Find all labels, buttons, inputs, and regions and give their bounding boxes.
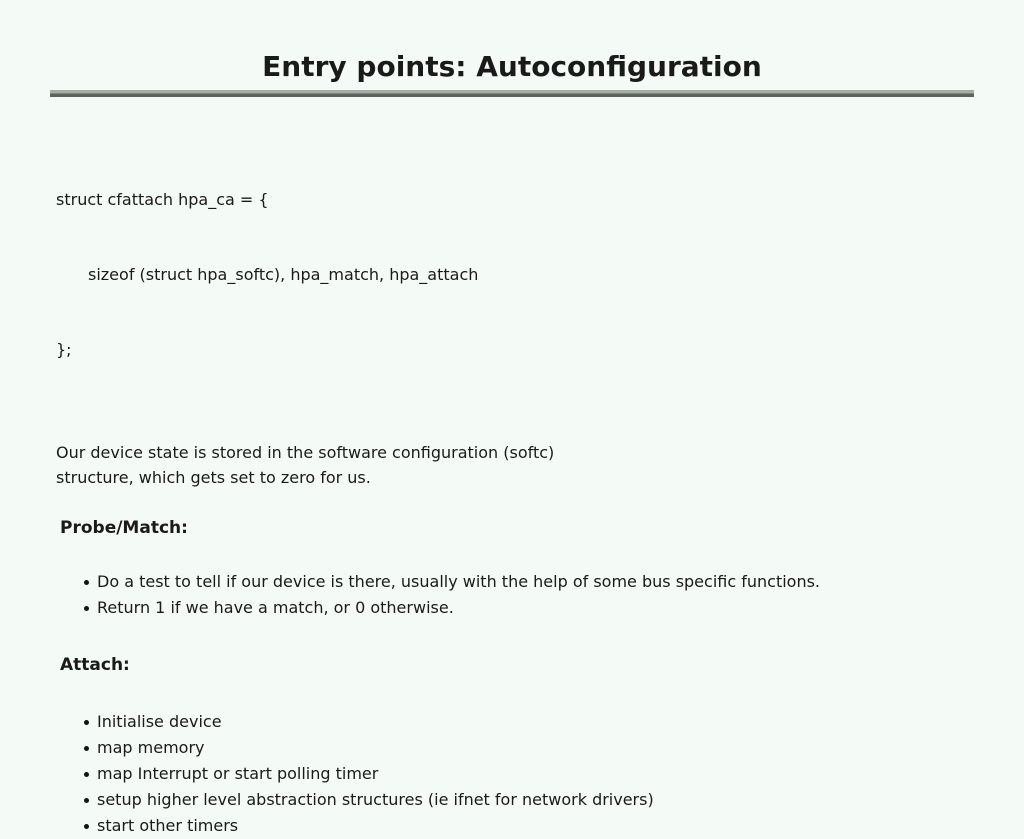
bullet-icon bbox=[84, 798, 89, 803]
list-item-label: map Interrupt or start polling timer bbox=[97, 764, 379, 783]
bullet-icon bbox=[84, 606, 89, 611]
bullet-icon bbox=[84, 824, 89, 829]
list-item: map memory bbox=[57, 735, 1024, 761]
attach-bullet-list: Initialise device map memory map Interru… bbox=[57, 709, 1024, 839]
list-item-label: Return 1 if we have a match, or 0 otherw… bbox=[97, 598, 454, 617]
bullet-icon bbox=[84, 746, 89, 751]
list-item: map Interrupt or start polling timer bbox=[57, 761, 1024, 787]
code-line: sizeof (struct hpa_softc), hpa_match, hp… bbox=[88, 265, 479, 284]
list-item-label: map memory bbox=[97, 738, 205, 757]
list-item-label: Initialise device bbox=[97, 712, 222, 731]
intro-line: Our device state is stored in the softwa… bbox=[56, 443, 555, 462]
title-divider bbox=[50, 90, 974, 97]
intro-paragraph: Our device state is stored in the softwa… bbox=[56, 440, 1024, 490]
list-item: Do a test to tell if our device is there… bbox=[57, 569, 1024, 595]
list-item: setup higher level abstraction structure… bbox=[57, 787, 1024, 813]
code-block: struct cfattach hpa_ca = { sizeof (struc… bbox=[56, 137, 1024, 412]
intro-line: structure, which gets set to zero for us… bbox=[56, 468, 371, 487]
section-heading-probe-match: Probe/Match: bbox=[60, 518, 188, 538]
bullet-icon bbox=[84, 580, 89, 585]
list-item-label: start other timers bbox=[97, 816, 239, 835]
list-item: Return 1 if we have a match, or 0 otherw… bbox=[57, 595, 1024, 621]
code-line: struct cfattach hpa_ca = { bbox=[56, 190, 269, 209]
slide-title: Entry points: Autoconfiguration bbox=[262, 50, 762, 83]
list-item-label: setup higher level abstraction structure… bbox=[97, 790, 654, 809]
probe-match-bullet-list: Do a test to tell if our device is there… bbox=[57, 569, 1024, 621]
list-item-label: Do a test to tell if our device is there… bbox=[97, 572, 821, 591]
presentation-slide: Entry points: Autoconfiguration struct c… bbox=[50, 50, 1024, 835]
bullet-icon bbox=[84, 720, 89, 725]
bullet-icon bbox=[84, 772, 89, 777]
list-item: Initialise device bbox=[57, 709, 1024, 735]
list-item: start other timers bbox=[57, 813, 1024, 839]
section-heading-attach: Attach: bbox=[60, 655, 130, 675]
code-line: }; bbox=[56, 340, 72, 359]
